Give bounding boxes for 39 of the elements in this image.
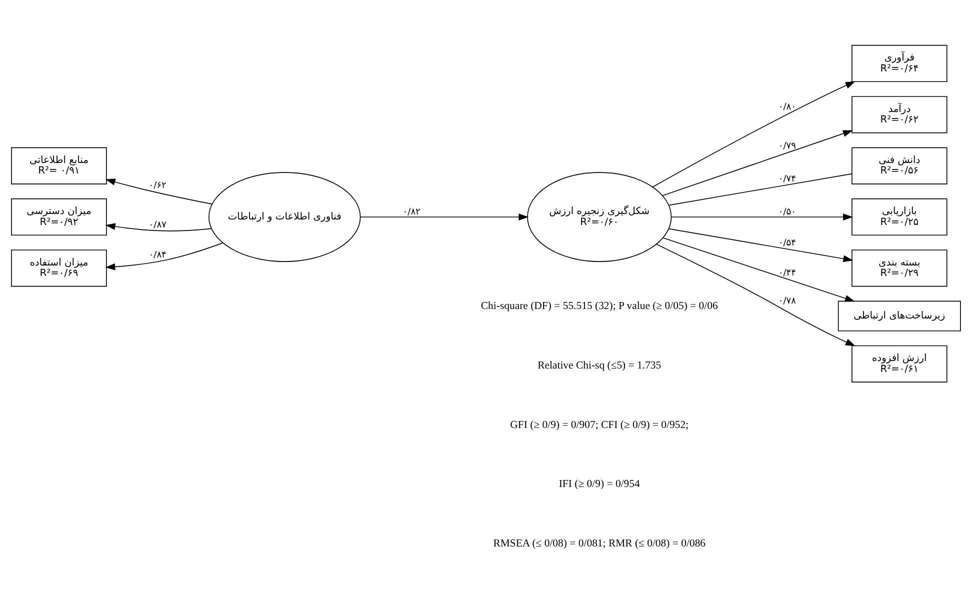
node-box: زیرساخت‌های ارتباطی (838, 300, 961, 332)
arrow (105, 242, 224, 270)
node-box: ارزش افزوده R²=۰/۶۱ (852, 345, 948, 382)
arrow (656, 244, 856, 346)
label: IFI (≥ 0/9) = 0/954 (558, 478, 640, 490)
edge-label: ۰/۴۴ (778, 268, 796, 278)
label: Relative Chi-sq (≤5) = 1.735 (538, 359, 662, 372)
node-box: میزان استفاده R²=۰/۶۹ (11, 250, 107, 287)
edge-label: ۰/۷۸ (778, 296, 796, 306)
arrow (662, 237, 855, 302)
arrow (360, 214, 529, 220)
edge-label: ۰/۸۷ (148, 220, 166, 231)
label: RMSEA (≤ 0/08) = 0/081; RMR (≤ 0/08) = 0/086 (493, 538, 706, 550)
node-box: منابع اطلاعاتی R²= ۰/۹۱ (11, 147, 107, 184)
edge-label: ۰/۶۲ (148, 180, 166, 191)
arrow (105, 178, 212, 204)
node-box: دانش فنی R²=۰/۵۶ (852, 147, 948, 184)
node-box: میزان دسترسی R²=۰/۹۲ (11, 198, 107, 236)
node-ellipse: فناوری اطلاعات و ارتباطات (208, 172, 361, 262)
arrow (662, 130, 853, 196)
node-box: درآمد R²=۰/۶۲ (852, 96, 948, 134)
edge-label: ۰/۵۰ (778, 207, 796, 218)
node-box: فرآوری R²=۰/۶۴ (852, 44, 948, 82)
arrow (105, 223, 212, 232)
label: GFI (≥ 0/9) = 0/907; CFI (≥ 0/9) = 0/952; (510, 418, 689, 431)
node-box: بسته بندی R²=۰/۲۹ (852, 250, 948, 287)
node-box: بازاریابی R²=۰/۲۵ (852, 198, 948, 236)
label: Chi-square (DF) = 55.515 (32); P value (≥ 0/05) = 0/06 (480, 300, 718, 312)
edge-label: ۰/۸۴ (148, 250, 166, 260)
node-ellipse: شکل‌گیری زنجیره ارزش R²=۰/۶۰ (527, 172, 672, 262)
edge-label: ۰/۷۴ (778, 174, 796, 184)
edge-label: ۰/۸۲ (402, 207, 420, 218)
edge-label: ۰/۸۰ (778, 102, 796, 113)
edge-label: ۰/۷۹ (778, 141, 796, 152)
arrow (670, 214, 853, 220)
arrow (668, 228, 854, 262)
edge-label: ۰/۵۴ (778, 238, 796, 249)
connector (668, 173, 852, 206)
arrow (652, 81, 856, 188)
